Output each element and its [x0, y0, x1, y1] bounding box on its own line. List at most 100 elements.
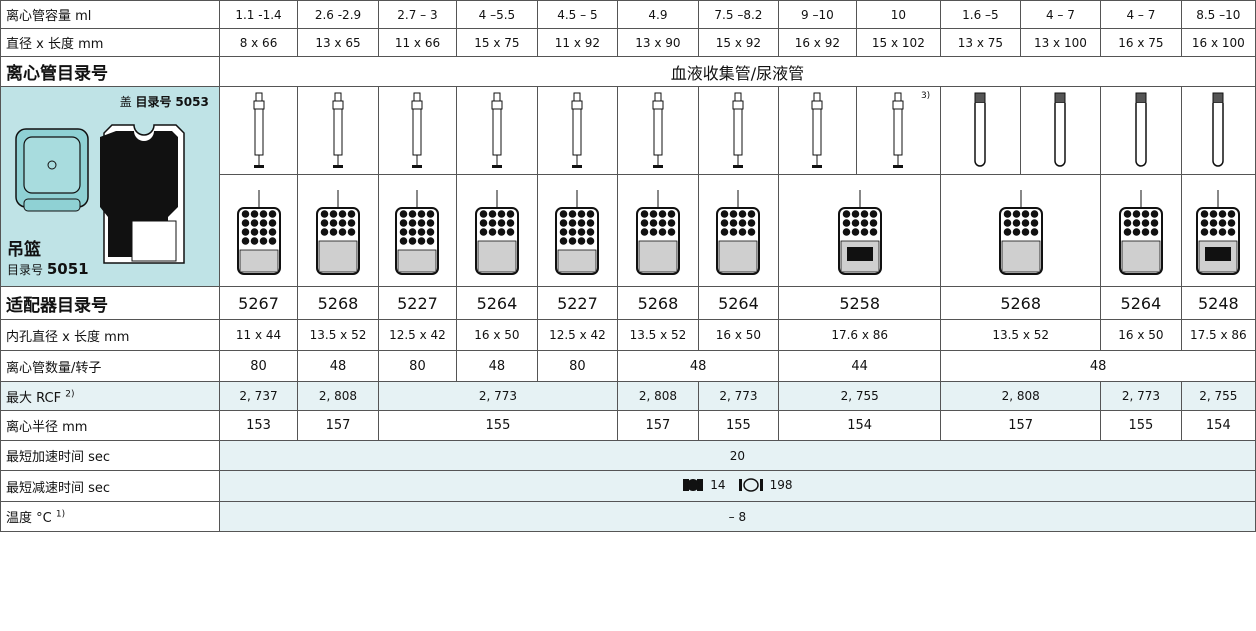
decel-value-2: 198 [769, 477, 793, 492]
cell: 5268 [617, 286, 699, 320]
cell: 157 [940, 410, 1102, 441]
cell: 4 – 7 [1019, 0, 1102, 29]
tube-note: 3) [920, 91, 931, 101]
cell: 5264 [697, 286, 780, 320]
cell: 5227 [377, 286, 458, 320]
cell: 14 198 [218, 470, 1256, 502]
adapter-image [218, 174, 299, 287]
cell: 16 x 92 [778, 28, 857, 57]
bucket-title: 吊篮 [7, 240, 41, 260]
adapter-image [297, 174, 379, 287]
cell: 80 [218, 350, 299, 382]
cell: 154 [778, 410, 942, 441]
row-temp: 温度 °C 1) – 8 [0, 501, 1256, 532]
adapter-rack-icon [635, 189, 680, 275]
cell: 5258 [778, 286, 942, 320]
cell: 13 x 65 [297, 28, 379, 57]
label-rcf-text: 最大 RCF [6, 390, 62, 406]
bucket-catalog-no: 5051 [46, 260, 89, 278]
cell: 12.5 x 42 [377, 319, 458, 351]
tube-image [536, 86, 619, 175]
tube-image [456, 86, 538, 175]
adapter-image [1100, 174, 1182, 287]
cell: 17.5 x 86 [1180, 319, 1256, 351]
row-diameter: 直径 x 长度 mm 8 x 66 13 x 65 11 x 66 15 x 7… [0, 28, 1256, 57]
tube-image [377, 86, 458, 175]
lid-label: 盖 [119, 95, 132, 109]
bucket-icon [15, 123, 185, 264]
cell: 16 x 100 [1180, 28, 1256, 57]
cell: 2, 808 [297, 381, 379, 411]
row-tubes: 盖 目录号 5053 吊篮 目录号 5051 [0, 86, 1256, 287]
cell: 5227 [536, 286, 619, 320]
cell: 1.6 –5 [940, 0, 1021, 29]
cell: 17.6 x 86 [778, 319, 942, 351]
cell: – 8 [218, 501, 1256, 532]
cell: 44 [778, 350, 942, 382]
adapter-image [697, 174, 780, 287]
lid-catalog-no: 5053 [175, 95, 209, 109]
tube-image [1100, 86, 1182, 175]
cell: 154 [1180, 410, 1256, 441]
tube-image [778, 86, 857, 175]
footnote: 2) [65, 389, 75, 400]
lid-caption: 盖 目录号 5053 [120, 93, 209, 110]
cell: 12.5 x 42 [536, 319, 619, 351]
cell: 2.6 -2.9 [297, 0, 379, 29]
group-label: 血液收集管/尿液管 [218, 56, 1256, 87]
lid-catalog-label: 目录号 [135, 95, 172, 109]
syringe-tube-icon [732, 92, 744, 168]
decel-value-1: 14 [710, 477, 726, 492]
cell: 155 [377, 410, 619, 441]
label-accel: 最短加速时间 sec [0, 440, 220, 471]
cell: 157 [297, 410, 379, 441]
adapter-rack-icon [1118, 189, 1163, 275]
cell: 16 x 50 [697, 319, 780, 351]
cell: 153 [218, 410, 299, 441]
syringe-tube-icon [892, 92, 904, 168]
cell: 11 x 92 [536, 28, 619, 57]
adapter-image [1180, 174, 1256, 287]
label-adapter: 适配器目录号 [0, 286, 220, 320]
cell: 20 [218, 440, 1256, 471]
adapter-rack-icon [1196, 189, 1241, 275]
cell: 2, 755 [1180, 381, 1256, 411]
adapter-rack-icon [474, 189, 519, 275]
syringe-tube-icon [491, 92, 503, 168]
bucket-caption: 吊篮 目录号 5051 [7, 235, 89, 278]
adapter-image [617, 174, 699, 287]
cell: 155 [697, 410, 780, 441]
cell: 7.5 –8.2 [697, 0, 780, 29]
label-inner: 内孔直径 x 长度 mm [0, 319, 220, 351]
label-temp: 温度 °C 1) [0, 501, 220, 532]
label-temp-text: 温度 °C [6, 511, 52, 526]
syringe-tube-icon [411, 92, 423, 168]
row-accel: 最短加速时间 sec 20 [0, 440, 1256, 471]
syringe-tube-icon [811, 92, 823, 168]
tube-image [297, 86, 379, 175]
brake-soft-icon [738, 477, 763, 492]
cell: 4.9 [617, 0, 699, 29]
cell: 8.5 –10 [1180, 0, 1256, 29]
cell: 80 [536, 350, 619, 382]
cell: 80 [377, 350, 458, 382]
cell: 2, 773 [377, 381, 619, 411]
test-tube-icon [1054, 92, 1067, 167]
cell: 48 [456, 350, 538, 382]
row-adapter-catalog: 适配器目录号 5267 5268 5227 5264 5227 5268 526… [0, 286, 1256, 320]
cell: 4.5 – 5 [536, 0, 619, 29]
adapter-image [778, 174, 942, 287]
label-decel: 最短减速时间 sec [0, 470, 220, 502]
adapter-rack-icon [555, 189, 600, 275]
adapter-rack-icon [236, 189, 281, 275]
cell: 48 [940, 350, 1256, 382]
cell: 4 – 7 [1100, 0, 1182, 29]
cell: 13.5 x 52 [297, 319, 379, 351]
cell: 10 [855, 0, 942, 29]
adapter-image [940, 174, 1102, 287]
test-tube-icon [1212, 92, 1225, 167]
cell: 13 x 75 [940, 28, 1021, 57]
cell: 48 [297, 350, 379, 382]
label-rcf: 最大 RCF 2) [0, 381, 220, 411]
label-capacity: 离心管容量 ml [0, 0, 220, 29]
